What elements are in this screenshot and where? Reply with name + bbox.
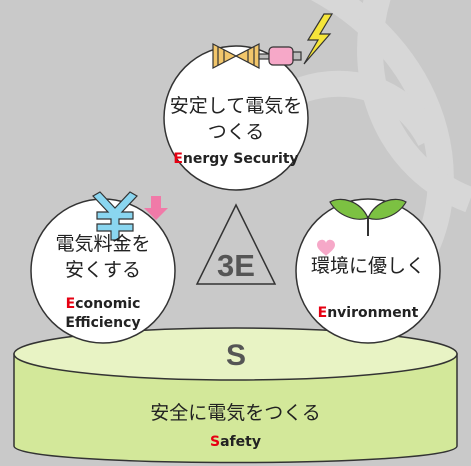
economic-efficiency-jp-line2: 安くする (64, 259, 141, 281)
environment-jp-line1: 環境に優しく (310, 255, 425, 277)
safety-en-rest: afety (220, 434, 261, 450)
energy-security-jp-line1: 安定して電気を (169, 95, 303, 117)
economic-efficiency-en-line2: Efficiency (65, 315, 141, 331)
environment-en-rest: nvironment (327, 305, 419, 321)
environment-initial: E (317, 305, 328, 321)
energy-security-en: Energy Security (164, 150, 308, 168)
heart-icon (317, 239, 335, 256)
economic-efficiency-initial: E (65, 296, 76, 312)
yen-icon (92, 191, 138, 241)
energy-security-jp-line2: つくる (207, 121, 265, 143)
energy-security-en-rest: nergy Security (182, 151, 299, 167)
lightning-icon (303, 13, 334, 65)
energy-security-circle (163, 45, 309, 191)
safety-cylinder (13, 327, 458, 464)
economic-efficiency-en-rest: conomic (75, 296, 141, 312)
base-s-label: S (225, 339, 246, 372)
environment-circle (295, 198, 441, 344)
safety-en: Safety (100, 433, 371, 451)
safety-jp-line1: 安全に電気をつくる (150, 402, 321, 424)
energy-security-initial: E (173, 151, 183, 167)
sprout-icon (329, 198, 407, 236)
safety-initial: S (210, 434, 221, 450)
down-arrow-icon (144, 196, 168, 220)
economic-efficiency-jp-line1: 電気料金を (55, 233, 151, 255)
economic-efficiency-en-line1: Economic (33, 295, 173, 313)
triangle-connector (195, 203, 277, 285)
center-3e-label: 3E (217, 248, 255, 283)
turbine-generator-icon (212, 43, 302, 69)
environment-en: Environment (298, 304, 438, 322)
